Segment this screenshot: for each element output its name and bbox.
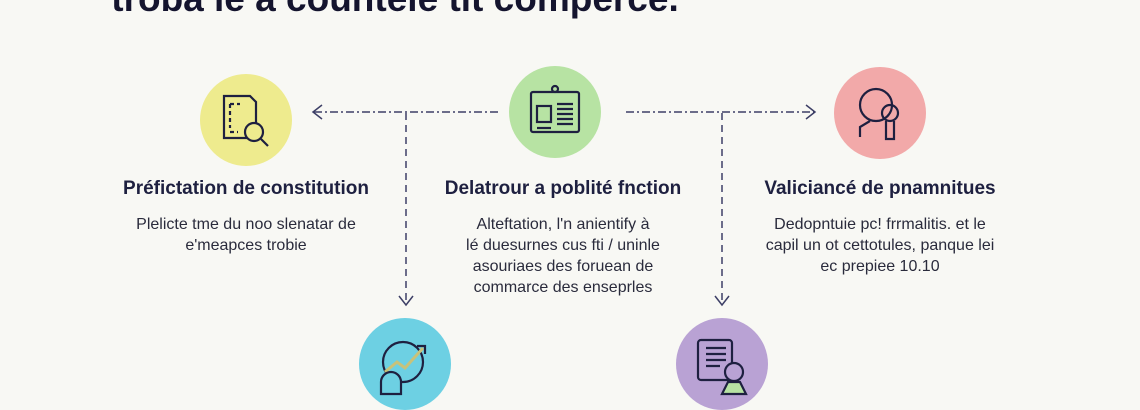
arrow-down-icon: [714, 295, 730, 307]
step-1-description: Plelicte tme du noo slenatar de e'meapce…: [96, 214, 396, 256]
step-2-node: [509, 66, 601, 158]
id-card-icon: [529, 84, 581, 134]
step-2-line: lé duesurnes cus fti / uninle: [466, 237, 660, 254]
step-1-line: e'meapces trobie: [185, 237, 307, 254]
growth-chart-icon: [379, 340, 427, 396]
step-2-description: Alteftation, l'n anientify à lé duesurne…: [413, 214, 713, 298]
bottom-node-right: [676, 318, 768, 410]
step-1-node: [200, 74, 292, 166]
step-3-heading: Valiciancé de pnamnitues: [764, 178, 996, 199]
step-1-line: Plelicte tme du noo slenatar de: [136, 216, 356, 233]
user-document-icon: [696, 338, 748, 396]
connector-lines: [311, 104, 817, 307]
document-search-icon: [222, 94, 269, 147]
step-1-heading: Préfictation de constitution: [123, 178, 369, 199]
step-3-description: Dedopntuie pc! frrmalitis. et le capil u…: [730, 214, 1030, 277]
step-2-line: asouriaes des foruean de: [472, 258, 654, 275]
step-2-line: commarce des enseprles: [473, 279, 653, 296]
page-title: troba le a countele tit comperce.: [0, 0, 790, 20]
step-3-line: ec prepiee 10.10: [820, 258, 940, 275]
step-3-node: [834, 67, 926, 159]
person-key-icon: [858, 87, 900, 141]
arrow-right-icon: [805, 104, 817, 120]
step-2-line: Alteftation, l'n anientify à: [476, 216, 650, 233]
bottom-node-left: [359, 318, 451, 410]
arrow-left-icon: [311, 104, 323, 120]
step-3-line: capil un ot cettotules, panque lei: [765, 237, 995, 254]
step-3-line: Dedopntuie pc! frrmalitis. et le: [774, 216, 986, 233]
arrow-down-icon: [398, 295, 414, 307]
step-2-heading: Delatrour a poblité fnction: [444, 178, 682, 199]
